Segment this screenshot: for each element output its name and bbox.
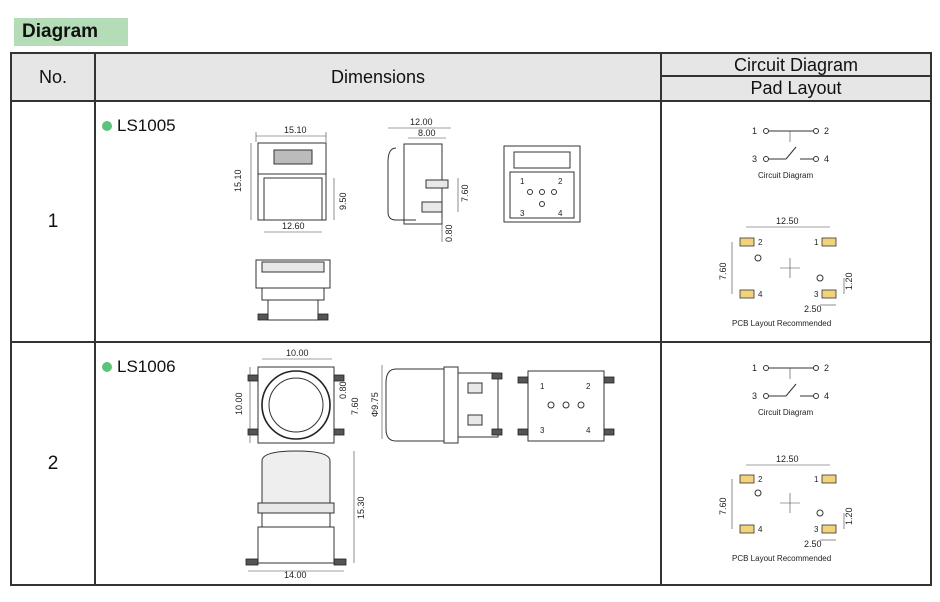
circuit-cell: 1 2 3 4 Circuit Diagram — [660, 341, 932, 586]
ls1005-bottom-view: 1 2 3 4 — [503, 145, 581, 223]
table-row: 2 LS1006 10.00 10.00 — [10, 341, 932, 586]
pcb-caption: PCB Layout Recommended — [732, 319, 831, 328]
top-dim-top: 10.00 — [286, 348, 309, 358]
table-row: 1 LS1005 15.10 15.10 — [10, 100, 932, 343]
pin-label: 3 — [520, 209, 525, 218]
side-dim-right: 7.60 — [460, 184, 470, 202]
model-label: LS1005 — [102, 116, 176, 136]
pcb-pin: 4 — [758, 525, 763, 534]
pcb-pin: 3 — [814, 290, 819, 299]
circuit-caption: Circuit Diagram — [758, 171, 813, 180]
ls1005-front-view: 15.10 15.10 9.50 12.60 — [233, 125, 348, 233]
pcb-offset-h: 2.50 — [804, 539, 822, 549]
pcb-pin: 3 — [814, 525, 819, 534]
row-number: 1 — [10, 100, 96, 343]
dim-left: 15.10 — [233, 169, 243, 192]
circuit-pin: 3 — [752, 154, 757, 164]
pcb-layout: 12.50 2 1 4 3 7.60 1.20 — [718, 216, 854, 328]
pcb-offset-v: 1.20 — [844, 272, 854, 290]
pcb-offset-h: 2.50 — [804, 304, 822, 314]
pcb-pin: 1 — [814, 238, 819, 247]
ls1006-side-view: Φ9.75 — [370, 365, 503, 444]
pcb-pin: 2 — [758, 238, 763, 247]
front-dim-bottom: 14.00 — [284, 570, 307, 580]
circuit-pin: 2 — [824, 126, 829, 136]
pin-label: 4 — [558, 209, 563, 218]
spec-table: No. Dimensions Circuit Diagram Pad Layou… — [10, 52, 932, 586]
circuit-caption: Circuit Diagram — [758, 408, 813, 417]
circuit-pin: 4 — [824, 391, 829, 401]
model-label: LS1006 — [102, 357, 176, 377]
pin-label: 1 — [540, 382, 545, 391]
header-no: No. — [10, 52, 96, 102]
circuit-diagram: 1 2 3 4 Circuit Diagram — [752, 126, 829, 180]
dimensions-cell: LS1006 10.00 10.00 0.80 7.60 — [94, 341, 662, 586]
row-number: 2 — [10, 341, 96, 586]
header-row: No. Dimensions Circuit Diagram Pad Layou… — [10, 52, 932, 102]
pcb-width: 12.50 — [776, 216, 799, 226]
ls1005-lower-view — [255, 259, 331, 321]
pin-label: 1 — [520, 177, 525, 186]
green-dot-icon — [102, 121, 112, 131]
pin-label: 3 — [540, 426, 545, 435]
pcb-layout: 12.50 2 1 4 3 7.60 1.20 — [718, 454, 854, 563]
ls1006-top-view: 10.00 10.00 0.80 7.60 — [234, 348, 360, 444]
pcb-caption: PCB Layout Recommended — [732, 554, 831, 563]
side-dim-top2: 8.00 — [418, 128, 436, 138]
pcb-pin: 2 — [758, 475, 763, 484]
ls1005-circuit-pad: 1 2 3 4 Circuit Diagram — [718, 126, 854, 328]
header-dimensions: Dimensions — [94, 52, 662, 102]
model-name: LS1006 — [117, 357, 176, 376]
top-dim-left: 10.00 — [234, 392, 244, 415]
dimensions-cell: LS1005 15.10 15.10 9.50 — [94, 100, 662, 343]
side-dia: Φ9.75 — [370, 392, 380, 417]
ls1005-drawing: 15.10 15.10 9.50 12.60 12.00 — [233, 117, 581, 321]
pcb-offset-v: 1.20 — [844, 507, 854, 525]
section-title: Diagram — [14, 18, 128, 46]
ls1006-circuit-pad: 1 2 3 4 Circuit Diagram — [718, 363, 854, 563]
circuit-pin: 1 — [752, 363, 757, 373]
dim-top: 15.10 — [284, 125, 307, 135]
circuit-pin: 3 — [752, 391, 757, 401]
circuit-pin: 2 — [824, 363, 829, 373]
circuit-pin: 4 — [824, 154, 829, 164]
circuit-pin: 1 — [752, 126, 757, 136]
ls1006-drawing: 10.00 10.00 0.80 7.60 Φ9.75 — [234, 348, 615, 580]
pin-label: 2 — [558, 177, 563, 186]
ls1006-front-view: 15.30 14.00 — [245, 450, 366, 580]
pcb-pin: 4 — [758, 290, 763, 299]
dim-bottom: 12.60 — [282, 221, 305, 231]
header-circuit: Circuit Diagram — [662, 54, 930, 77]
pin-label: 4 — [586, 426, 591, 435]
pin-label: 2 — [586, 382, 591, 391]
top-dim-r1: 0.80 — [338, 381, 348, 399]
top-dim-r2: 7.60 — [350, 397, 360, 415]
green-dot-icon — [102, 362, 112, 372]
dim-right: 9.50 — [338, 192, 348, 210]
header-pad: Pad Layout — [750, 78, 842, 98]
pcb-pin: 1 — [814, 475, 819, 484]
model-name: LS1005 — [117, 116, 176, 135]
circuit-diagram: 1 2 3 4 Circuit Diagram — [752, 363, 829, 417]
ls1006-bottom-view: 1 2 3 4 — [517, 370, 615, 442]
side-dim-top1: 12.00 — [410, 117, 433, 127]
ls1005-side-view: 12.00 8.00 7.60 0.80 — [387, 117, 470, 242]
side-dim-bottom: 0.80 — [444, 224, 454, 242]
header-circuit-pad: Circuit Diagram Pad Layout — [660, 52, 932, 102]
front-dim-height: 15.30 — [356, 496, 366, 519]
pcb-height: 7.60 — [718, 497, 728, 515]
circuit-cell: 1 2 3 4 Circuit Diagram — [660, 100, 932, 343]
pcb-width: 12.50 — [776, 454, 799, 464]
pcb-height: 7.60 — [718, 262, 728, 280]
